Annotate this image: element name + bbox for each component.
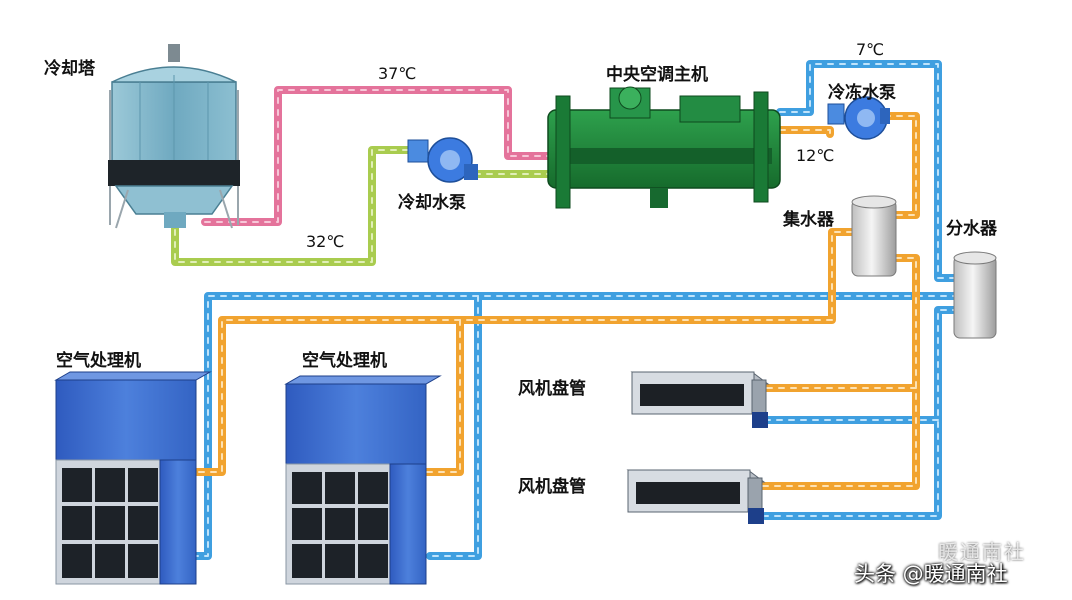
chilled-return-temp: 12℃ <box>796 146 835 165</box>
chilled-pump-label: 冷冻水泵 <box>828 83 896 103</box>
chiller-unit <box>547 86 781 209</box>
chilled-return-pipe <box>156 112 920 490</box>
fan-coil-unit-2 <box>626 469 766 524</box>
faint-watermark: 暖通南社 <box>938 540 1026 564</box>
cooling-pump-label: 冷却水泵 <box>398 193 466 213</box>
ahu-1-label: 空气处理机 <box>56 351 141 371</box>
ahu-2-label: 空气处理机 <box>302 351 387 371</box>
air-handling-unit-2 <box>284 375 442 585</box>
water-distributor-tank <box>953 251 997 339</box>
fan-coil-unit-1 <box>630 371 770 428</box>
cooling-tower-label: 冷却塔 <box>44 59 95 79</box>
chat-bubble-icon <box>894 538 928 558</box>
air-handling-unit-1 <box>54 371 212 585</box>
water-collector-tank <box>851 195 897 277</box>
fcu-1-label: 风机盘管 <box>518 379 586 399</box>
cooling-supply-pipe <box>201 86 552 226</box>
collector-label: 集水器 <box>783 210 834 230</box>
cooling-return-pipe <box>171 146 552 266</box>
brand-watermark: 头条 @暖通南社 <box>854 562 1008 586</box>
cooling-supply-temp: 37℃ <box>378 64 417 83</box>
chilled-supply-temp: 7℃ <box>856 40 885 59</box>
cooling-return-temp: 32℃ <box>306 232 345 251</box>
chiller-label: 中央空调主机 <box>606 65 708 85</box>
chilled-pump <box>827 96 890 140</box>
distributor-label: 分水器 <box>946 219 997 239</box>
fcu-2-label: 风机盘管 <box>518 477 586 497</box>
cooling-tower <box>108 44 240 229</box>
cooling-pump <box>407 137 478 183</box>
